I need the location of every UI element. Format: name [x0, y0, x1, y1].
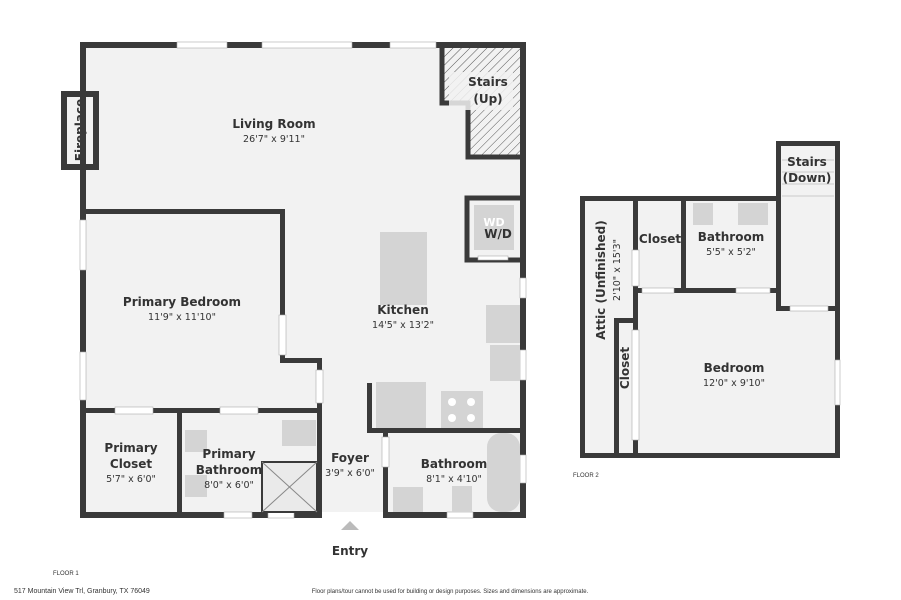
bathtub	[487, 433, 520, 512]
floor-1: Fireplace Stairs (Up) WD W/D	[61, 41, 527, 558]
refrigerator	[376, 382, 426, 428]
primary-bedroom-dims: 11'9" x 11'10"	[148, 312, 216, 323]
stove-burners-icon	[448, 398, 475, 422]
stairs-up[interactable]: Stairs (Up)	[439, 48, 520, 160]
floor-2-walls	[580, 141, 841, 458]
disclaimer: Floor plans/tour cannot be used for buil…	[312, 589, 589, 595]
primary-sink-2	[185, 475, 207, 497]
upstairs-sink	[738, 203, 768, 225]
attic-label: Attic (Unfinished)	[594, 220, 608, 339]
floor-2: Stairs (Down) Attic (Unfinished)	[580, 141, 841, 458]
floor-1-label: FLOOR 1	[53, 571, 79, 577]
dishwasher	[486, 305, 520, 343]
upstairs-bathroom-label: Bathroom	[698, 230, 764, 244]
stairs-up-sub: (Up)	[473, 92, 502, 106]
kitchen-label: Kitchen	[377, 303, 429, 317]
upstairs-toilet	[693, 203, 713, 225]
washer-dryer-icon: WD	[483, 216, 504, 229]
stairs-down[interactable]: Stairs (Down)	[782, 155, 834, 197]
interior-walls	[83, 209, 522, 518]
kitchen-sink	[490, 345, 520, 381]
kitchen-island	[380, 232, 427, 305]
primary-sink-1	[185, 430, 207, 452]
primary-closet-label-2: Closet	[110, 457, 152, 471]
washer-dryer-closet: WD W/D	[464, 195, 520, 263]
attic-dims: 2'10" x 15'3"	[612, 239, 623, 301]
toilet	[452, 486, 472, 512]
bedroom-dims: 12'0" x 9'10"	[703, 378, 765, 389]
primary-closet-dims: 5'7" x 6'0"	[106, 474, 156, 485]
bedroom-label: Bedroom	[704, 361, 765, 375]
closet-side-label: Closet	[618, 347, 632, 389]
kitchen-dims: 14'5" x 13'2"	[372, 320, 434, 331]
bathroom-label: Bathroom	[421, 457, 487, 471]
primary-toilet	[282, 420, 316, 446]
primary-bedroom-label: Primary Bedroom	[123, 295, 241, 309]
shower	[261, 461, 318, 513]
stairs-down-label: Stairs	[787, 155, 827, 169]
bathroom-sink	[393, 487, 423, 512]
primary-bathroom-label: Primary	[202, 447, 255, 461]
foyer-label: Foyer	[331, 451, 369, 465]
closet-top-label: Closet	[639, 232, 681, 246]
entry-door[interactable]	[322, 512, 383, 518]
stairs-up-label: Stairs	[468, 75, 508, 89]
primary-bathroom-dims: 8'0" x 6'0"	[204, 480, 254, 491]
entry-label: Entry	[332, 544, 368, 558]
floor-2-label: FLOOR 2	[573, 473, 599, 479]
stove	[441, 391, 483, 428]
upstairs-bathroom-dims: 5'5" x 5'2"	[706, 247, 756, 258]
entry-arrow-icon	[341, 521, 359, 530]
kitchen-fixtures	[185, 232, 520, 513]
bathroom-dims: 8'1" x 4'10"	[426, 474, 482, 485]
wd-label: W/D	[484, 227, 512, 241]
foyer-dims: 3'9" x 6'0"	[325, 468, 375, 479]
primary-closet-label: Primary	[104, 441, 157, 455]
living-room-dims: 26'7" x 9'11"	[243, 134, 305, 145]
stairs-down-sub: (Down)	[783, 171, 832, 185]
address: 517 Mountain View Trl, Granbury, TX 7604…	[14, 588, 150, 595]
living-room-label: Living Room	[232, 117, 315, 131]
outer-walls	[79, 41, 527, 519]
primary-bathroom-label-2: Bathroom	[196, 463, 262, 477]
